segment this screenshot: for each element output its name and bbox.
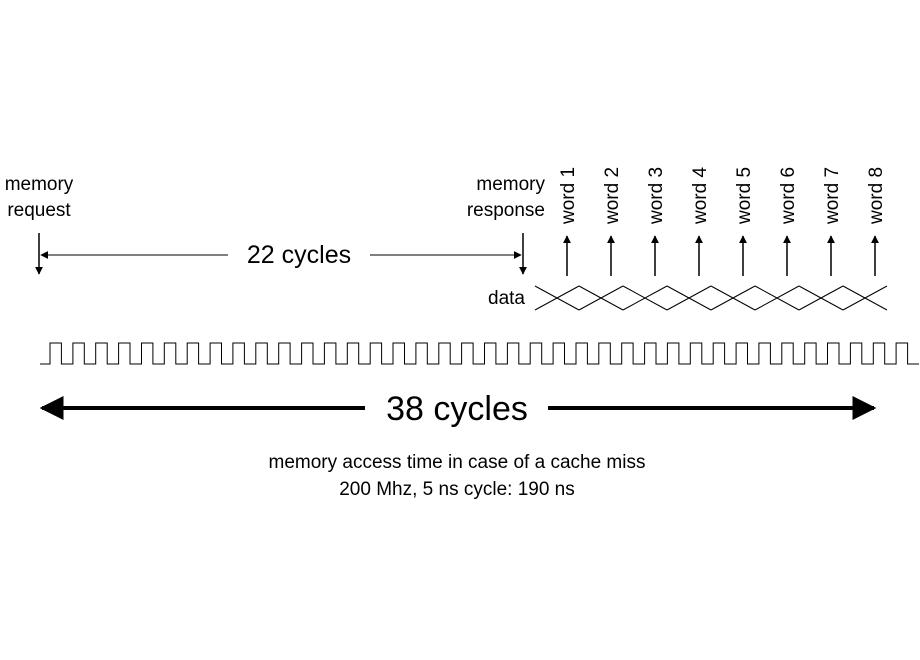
bus-segment (578, 285, 624, 311)
clock-waveform (40, 342, 919, 365)
data-label: data (488, 288, 525, 309)
word-label: word 1 (558, 167, 579, 225)
total-label: 38 cycles (386, 390, 528, 428)
bus-segment (622, 285, 668, 311)
bus-segment (710, 285, 756, 311)
word-label: word 4 (690, 167, 711, 225)
bus-segment (534, 285, 580, 311)
caption-line1: memory access time in case of a cache mi… (269, 452, 646, 473)
bus-segment (666, 285, 712, 311)
word-label: word 8 (866, 167, 887, 225)
word-label: word 5 (734, 167, 755, 225)
memory-request-label-line2: request (7, 200, 71, 221)
memory-response-label-line2: response (467, 200, 545, 221)
bus-segment (754, 285, 800, 311)
caption-line2: 200 Mhz, 5 ns cycle: 190 ns (339, 479, 575, 500)
memory-response-label-line1: memory (476, 174, 545, 195)
data-bus (534, 285, 888, 311)
word-label: word 7 (822, 167, 843, 225)
bus-segment (842, 285, 888, 311)
latency-label: 22 cycles (247, 241, 351, 269)
memory-request-label-line1: memory (5, 174, 74, 195)
word-label: word 2 (602, 167, 623, 225)
word-label: word 3 (646, 167, 667, 225)
bus-segment (798, 285, 844, 311)
word-label: word 6 (778, 167, 799, 225)
word-labels: word 1 word 2 word 3 word 4 word 5 word 6 word… (558, 167, 887, 276)
